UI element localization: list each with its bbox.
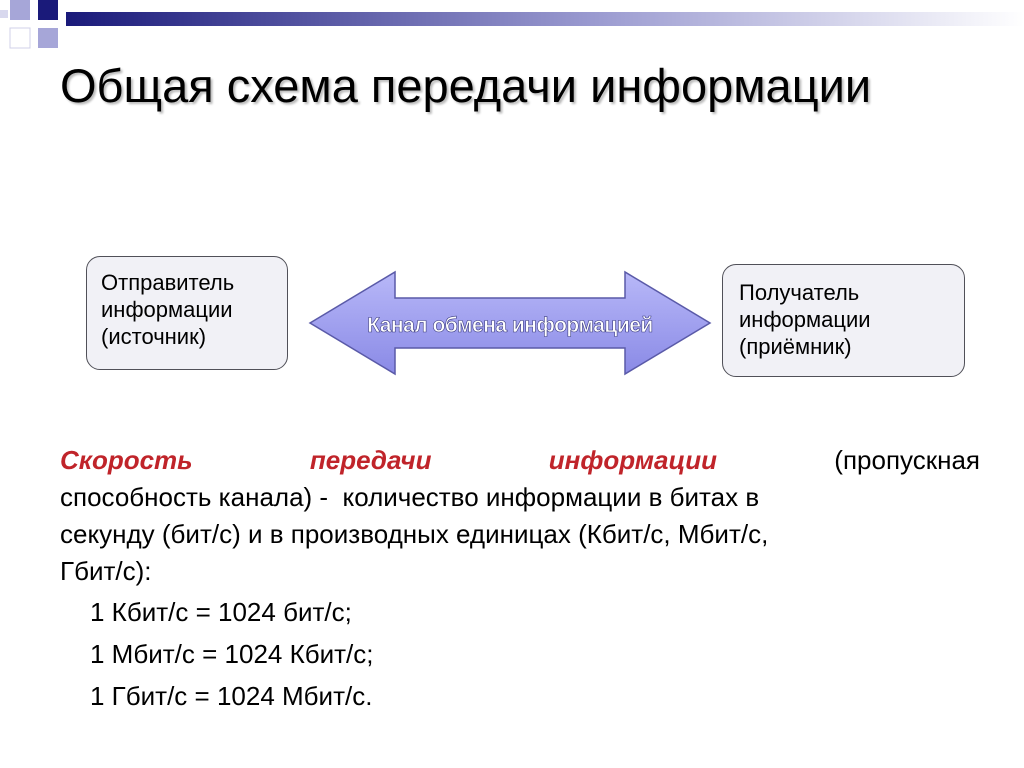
- highlight-word-information: информации: [548, 445, 718, 475]
- page-title: Общая схема передачи информации: [60, 59, 872, 112]
- receiver-line-3: (приёмник): [739, 334, 852, 359]
- sender-line-2: информации: [101, 297, 233, 322]
- definition-line-4: Гбит/с):: [60, 556, 152, 586]
- highlight-word-transfer: передачи: [309, 445, 432, 475]
- channel-label: Канал обмена информацией: [367, 314, 653, 337]
- definition-line-2: способность канала) - количество информа…: [60, 482, 760, 512]
- equation-kbit: 1 Кбит/с = 1024 бит/с;: [90, 597, 352, 627]
- definition-line-3: секунду (бит/с) и в производных единицах…: [60, 519, 769, 549]
- equation-gbit: 1 Гбит/с = 1024 Мбит/с.: [90, 681, 373, 711]
- sender-line-3: (источник): [101, 324, 207, 349]
- highlight-word-speed: Скорость: [60, 445, 193, 475]
- receiver-line-2: информации: [739, 307, 871, 332]
- channel-arrow: Канал обмена информацией: [308, 270, 712, 376]
- definition-word-capacity: (пропускная: [834, 445, 980, 475]
- sender-line-1: Отправитель: [101, 270, 235, 295]
- header-decoration: [0, 0, 1024, 49]
- definition-line-1: Скорость передачи информации (пропускная: [60, 442, 980, 479]
- definition-paragraph: Скорость передачи информации (пропускная…: [60, 442, 980, 590]
- channel-arrow-shape: [308, 270, 712, 376]
- equation-mbit: 1 Мбит/с = 1024 Кбит/с;: [90, 639, 374, 669]
- sender-box: Отправитель информации (источник): [86, 256, 288, 370]
- receiver-line-1: Получатель: [739, 280, 860, 305]
- receiver-box: Получатель информации (приёмник): [722, 264, 965, 377]
